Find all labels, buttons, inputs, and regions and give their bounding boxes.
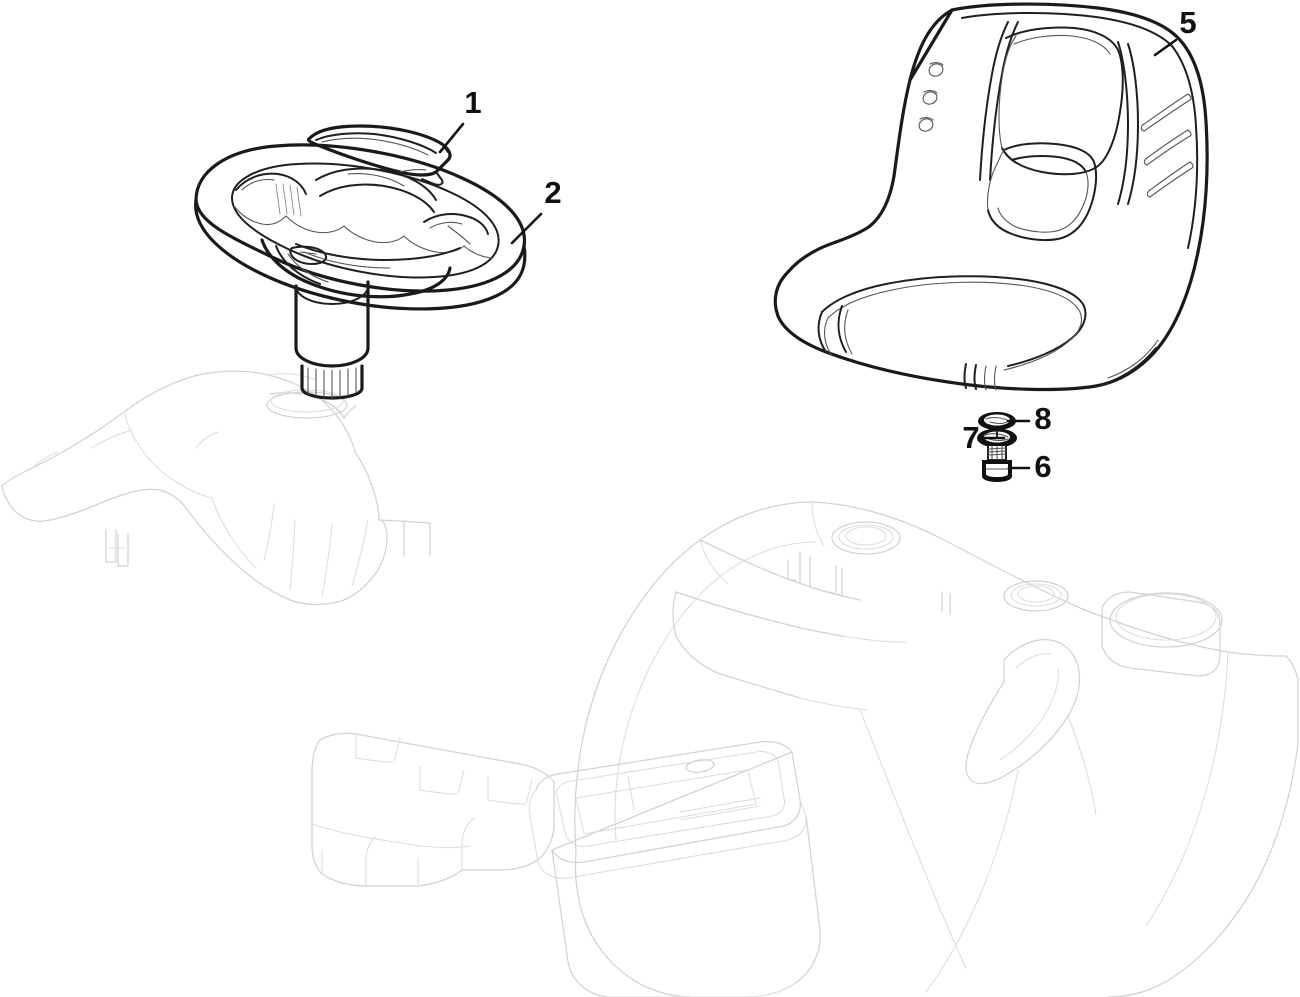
callout-leaders xyxy=(438,38,1178,470)
part-seat xyxy=(773,2,1209,392)
leader-line-2 xyxy=(510,212,543,245)
callout-label-5: 5 xyxy=(1179,5,1196,40)
leader-line-1 xyxy=(438,122,465,154)
part-hex-bolt xyxy=(982,445,1012,482)
part-steering-wheel-emblem-cap xyxy=(306,124,452,186)
reference-part-dashboard-console-cover xyxy=(1,370,431,606)
part-flat-washer xyxy=(978,412,1016,430)
callout-label-6: 6 xyxy=(1034,449,1051,484)
leader-line-5 xyxy=(1153,38,1178,57)
callout-label-2: 2 xyxy=(544,175,561,210)
callout-label-8: 8 xyxy=(1034,401,1051,436)
callout-label-7: 7 xyxy=(962,420,979,455)
callout-label-1: 1 xyxy=(464,85,481,120)
reference-part-footrest-step-panel xyxy=(311,732,555,887)
part-steering-wheel xyxy=(194,143,527,400)
callout-labels: 1 2 5 6 7 8 xyxy=(464,5,1196,484)
reference-part-rear-fender-chassis-body xyxy=(528,501,1299,997)
